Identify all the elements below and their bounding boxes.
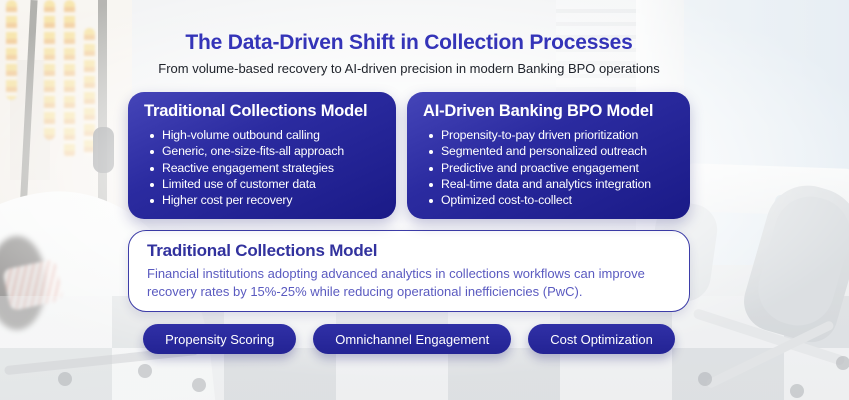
bullet-item: Optimized cost-to-collect <box>423 193 674 208</box>
bullet-dot-icon <box>429 183 433 188</box>
card-traditional-collections: Traditional Collections Model High-volum… <box>128 92 396 219</box>
bullet-item: Generic, one-size-fits-all approach <box>144 144 380 159</box>
bullet-item: Real-time data and analytics integration <box>423 177 674 192</box>
highlight-title: Traditional Collections Model <box>147 240 378 260</box>
bullet-dot-icon <box>429 133 433 138</box>
bullet-text: Higher cost per recovery <box>162 193 293 208</box>
bullet-item: Reactive engagement strategies <box>144 161 380 176</box>
page-subtitle: From volume-based recovery to AI-driven … <box>158 61 660 77</box>
card-ai-driven-bpo: AI-Driven Banking BPO Model Propensity-t… <box>407 92 690 219</box>
page-title: The Data-Driven Shift in Collection Proc… <box>185 31 633 54</box>
bullet-dot-icon <box>429 199 433 204</box>
bullet-dot-icon <box>150 199 154 204</box>
highlight-body: Financial institutions adopting advanced… <box>147 266 645 300</box>
bullet-dot-icon <box>150 166 154 171</box>
bullet-item: High-volume outbound calling <box>144 128 380 143</box>
bullet-text: Predictive and proactive engagement <box>441 160 639 175</box>
tag-buttons-row: Propensity Scoring Omnichannel Engagement… <box>128 324 690 354</box>
card-title: Traditional Collections Model <box>144 102 368 121</box>
bullet-dot-icon <box>150 150 154 155</box>
bullet-text: Real-time data and analytics integration <box>441 177 652 192</box>
bullet-dot-icon <box>150 183 154 188</box>
bullet-item: Predictive and proactive engagement <box>423 161 674 176</box>
tag-button[interactable]: Omnichannel Engagement <box>313 324 512 354</box>
comparison-cards: Traditional Collections Model High-volum… <box>128 92 690 219</box>
bullet-text: Optimized cost-to-collect <box>441 193 572 208</box>
card-bullet-list: High-volume outbound calling Generic, on… <box>144 128 380 209</box>
bullet-text: Propensity-to-pay driven prioritization <box>441 127 639 142</box>
card-bullet-list: Propensity-to-pay driven prioritization … <box>423 128 674 209</box>
card-title: AI-Driven Banking BPO Model <box>423 102 654 121</box>
bullet-text: Reactive engagement strategies <box>162 160 334 175</box>
bullet-item: Limited use of customer data <box>144 177 380 192</box>
bullet-dot-icon <box>429 150 433 155</box>
tag-button[interactable]: Cost Optimization <box>528 324 675 354</box>
bullet-dot-icon <box>429 166 433 171</box>
bullet-item: Propensity-to-pay driven prioritization <box>423 128 674 143</box>
bullet-text: Segmented and personalized outreach <box>441 144 647 159</box>
content-area: The Data-Driven Shift in Collection Proc… <box>128 0 690 354</box>
bullet-dot-icon <box>150 133 154 138</box>
bullet-text: High-volume outbound calling <box>162 127 320 142</box>
bullet-text: Limited use of customer data <box>162 177 316 192</box>
bullet-text: Generic, one-size-fits-all approach <box>162 144 345 159</box>
bullet-item: Segmented and personalized outreach <box>423 144 674 159</box>
bullet-item: Higher cost per recovery <box>144 193 380 208</box>
highlight-card: Traditional Collections Model Financial … <box>128 229 690 312</box>
tag-button[interactable]: Propensity Scoring <box>143 324 297 354</box>
